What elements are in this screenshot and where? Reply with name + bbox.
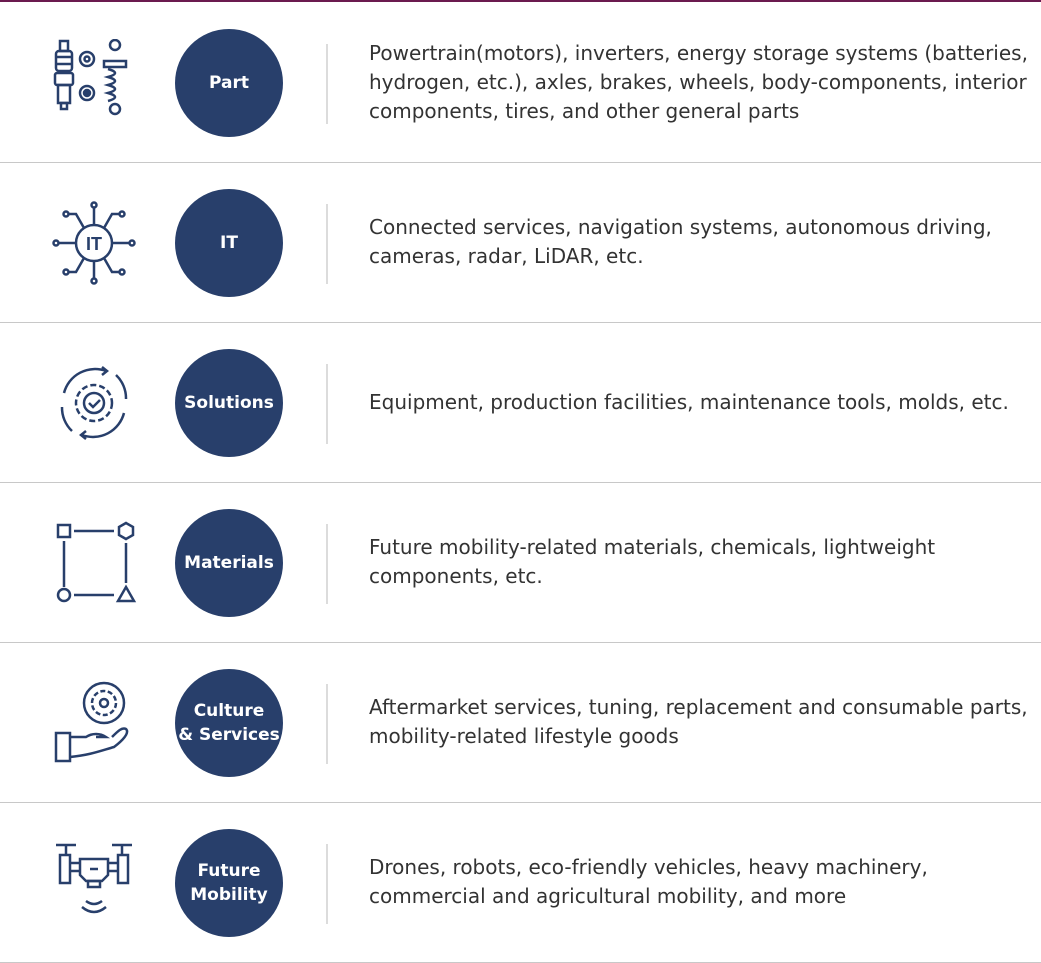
divider bbox=[326, 844, 328, 924]
drone-icon bbox=[50, 839, 138, 927]
category-row-culture-services: Culture & Services Aftermarket services,… bbox=[0, 642, 1041, 803]
divider bbox=[326, 524, 328, 604]
svg-text:IT: IT bbox=[86, 234, 102, 254]
category-row-future-mobility: Future Mobility Drones, robots, eco-frie… bbox=[0, 802, 1041, 963]
shapes-icon bbox=[50, 519, 138, 607]
spark-plug-gears-shock-icon bbox=[50, 38, 138, 127]
category-description: Connected services, navigation systems, … bbox=[369, 215, 992, 268]
divider bbox=[326, 684, 328, 764]
category-badge: IT bbox=[175, 189, 283, 297]
category-badge: Solutions bbox=[175, 349, 283, 457]
top-accent-bar bbox=[0, 0, 1041, 2]
divider bbox=[326, 44, 328, 124]
category-description: Aftermarket services, tuning, replacemen… bbox=[369, 695, 1028, 748]
category-badge: Culture & Services bbox=[175, 669, 283, 777]
category-row-solutions: Solutions Equipment, production faciliti… bbox=[0, 322, 1041, 483]
gear-cycle-check-icon bbox=[50, 359, 138, 447]
category-badge: Part bbox=[175, 29, 283, 137]
divider bbox=[326, 364, 328, 444]
it-circuit-icon: IT bbox=[50, 199, 138, 287]
category-description: Equipment, production facilities, mainte… bbox=[369, 389, 1009, 414]
category-row-it: IT IT Connected services, navigation sys… bbox=[0, 162, 1041, 323]
category-badge: Future Mobility bbox=[175, 829, 283, 937]
hand-gear-icon bbox=[50, 679, 138, 767]
category-badge: Materials bbox=[175, 509, 283, 617]
category-row-materials: Materials Future mobility-related materi… bbox=[0, 482, 1041, 643]
category-description: Drones, robots, eco-friendly vehicles, h… bbox=[369, 855, 928, 908]
category-description: Future mobility-related materials, chemi… bbox=[369, 535, 936, 588]
category-row-part: Part Powertrain(motors), inverters, ener… bbox=[0, 2, 1041, 163]
divider bbox=[326, 204, 328, 284]
category-description: Powertrain(motors), inverters, energy st… bbox=[369, 40, 1028, 123]
